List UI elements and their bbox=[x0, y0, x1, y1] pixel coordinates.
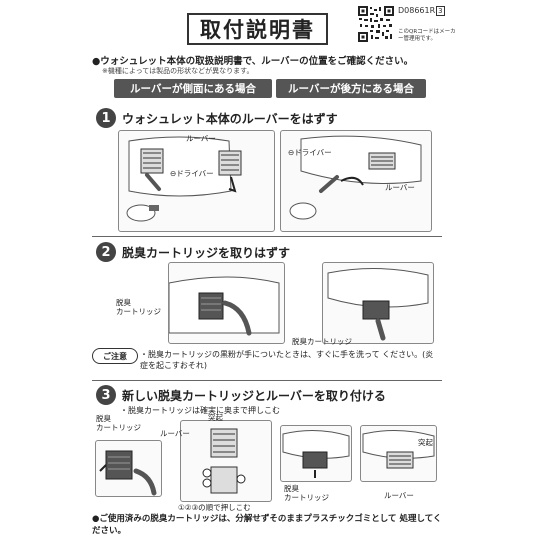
divider-2 bbox=[92, 380, 442, 381]
label-louver-step3: ルーバー bbox=[160, 429, 190, 438]
label-louver-step1: ルーバー bbox=[186, 134, 216, 143]
label-cartridge-rear: 脱臭カートリッジ bbox=[292, 337, 352, 346]
label-press-order: ①②③の順で押しこむ bbox=[178, 503, 251, 512]
step-1-illustration-side bbox=[118, 130, 275, 232]
document-code-box: 3 bbox=[436, 6, 445, 16]
document-code-text: D08661R bbox=[398, 6, 436, 15]
label-driver-step1: ⊖ドライバー bbox=[170, 169, 214, 178]
qr-code bbox=[358, 6, 394, 42]
intro-text: ●ウォシュレット本体の取扱説明書で、ルーバーの位置をご確認ください。 bbox=[92, 56, 414, 67]
step-3-illustration-rear-louver bbox=[360, 425, 437, 482]
label-protrusion-rear: 突起 bbox=[418, 438, 433, 447]
step-2-illustration-rear bbox=[322, 262, 434, 344]
disposal-note: ●ご使用済みの脱臭カートリッジは、分解せずそのままプラスチックゴミとして 処理し… bbox=[92, 514, 442, 536]
divider-1 bbox=[92, 236, 442, 237]
qr-note: このQRコードはメーカー管理用です。 bbox=[398, 29, 456, 42]
step-3-note: ・脱臭カートリッジは確実に奥まで押しこむ bbox=[120, 406, 280, 415]
document-title: 取付説明書 bbox=[187, 13, 328, 45]
label-protrusion: 突起 bbox=[208, 413, 223, 422]
step-3-illustration-insert bbox=[95, 440, 162, 497]
caution-tag: ご注意 bbox=[92, 348, 138, 364]
label-louver-rear: ルーバー bbox=[385, 183, 415, 192]
condition-side-louver: ルーバーが側面にある場合 bbox=[114, 79, 272, 98]
label-cartridge-rear-step3: 脱臭 カートリッジ bbox=[284, 484, 329, 502]
step-2-number: 2 bbox=[96, 242, 116, 262]
step-3-number: 3 bbox=[96, 385, 116, 405]
step-1-illustration-rear bbox=[280, 130, 432, 232]
condition-rear-louver: ルーバーが後方にある場合 bbox=[276, 79, 426, 98]
intro-note: ※機種によっては製品の形状などが異なります。 bbox=[102, 67, 254, 75]
step-1-number: 1 bbox=[96, 108, 116, 128]
label-driver-rear: ⊖ドライバー bbox=[288, 148, 332, 157]
step-3-illustration-louver bbox=[180, 420, 272, 502]
step-1-title: ウォシュレット本体のルーバーをはずす bbox=[122, 112, 338, 126]
step-2-title: 脱臭カートリッジを取りはずす bbox=[122, 246, 291, 260]
label-louver-rear-step3: ルーバー bbox=[384, 491, 414, 500]
label-cartridge-side: 脱臭 カートリッジ bbox=[116, 298, 161, 316]
step-2-illustration-side bbox=[168, 262, 285, 344]
step-3-title: 新しい脱臭カートリッジとルーバーを取り付ける bbox=[122, 389, 386, 403]
step-3-illustration-rear-cartridge bbox=[280, 425, 352, 482]
caution-text: ・脱臭カートリッジの黒粉が手についたときは、すぐに手を洗って ください。(炎症を… bbox=[140, 350, 434, 370]
label-cartridge-step3: 脱臭 カートリッジ bbox=[96, 414, 141, 432]
